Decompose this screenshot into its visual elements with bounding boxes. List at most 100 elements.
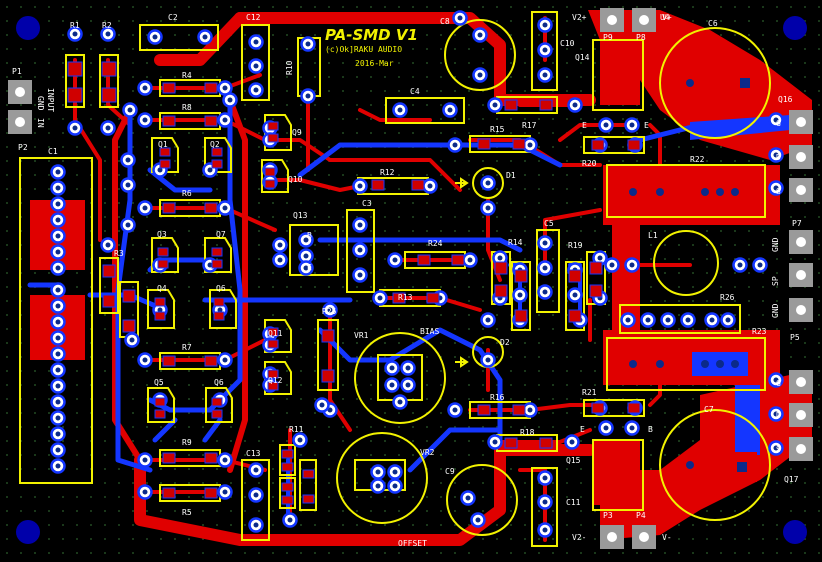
pad-drill (392, 257, 398, 263)
label-q17-g: G (776, 379, 781, 388)
label-r26: R26 (720, 293, 735, 302)
pad-drill (297, 437, 303, 443)
smd-pad (392, 292, 406, 304)
connector-p1[interactable] (8, 80, 32, 134)
pad-drill (142, 85, 148, 91)
label-q14: Q14 (575, 53, 590, 62)
label-r3: R3 (114, 249, 124, 258)
label-p7: P7 (792, 219, 802, 228)
label-r18: R18 (520, 428, 535, 437)
label-r13: R13 (398, 293, 413, 302)
pad-drill (55, 463, 61, 469)
smd-pad (162, 355, 176, 367)
pad-drill (542, 22, 548, 28)
label-v2plus: V2+ (572, 13, 587, 22)
pad-drill (737, 262, 743, 268)
connector-p3-p4[interactable] (600, 525, 656, 549)
label-q1: Q1 (158, 140, 168, 149)
label-p8: P8 (636, 33, 646, 42)
pad-drill (55, 265, 61, 271)
smd-pad (102, 264, 116, 278)
pad-drill (55, 399, 61, 405)
label-r21: R21 (582, 388, 597, 397)
smd-pad (101, 61, 117, 77)
connector-q17-gds[interactable] (789, 370, 813, 461)
label-c10: C10 (560, 39, 575, 48)
pad-drill (217, 307, 223, 313)
connector-p9-p8[interactable] (600, 8, 656, 32)
pad-drill (55, 303, 61, 309)
smd-pad (267, 369, 279, 379)
pad-drill (55, 415, 61, 421)
pad-drill (277, 257, 283, 263)
pad-drill (475, 517, 481, 523)
pad-drill (603, 425, 609, 431)
label-e-top2: E (644, 121, 649, 130)
pad-drill (542, 72, 548, 78)
smd-pad (162, 452, 176, 464)
pad-drill (277, 242, 283, 248)
pad-drill (303, 253, 309, 259)
pad-drill (597, 255, 603, 261)
pad-drill (125, 222, 131, 228)
smd-pad (426, 292, 440, 304)
smd-pad (154, 397, 166, 407)
connector-speaker[interactable] (789, 230, 813, 322)
label-e-bottom: E (580, 425, 585, 434)
smd-pad (211, 259, 223, 269)
label-u4: U4 (660, 13, 670, 22)
smd-pad (281, 449, 294, 459)
smd-pad (213, 297, 225, 307)
label-p5: P5 (790, 333, 800, 342)
label-q11: Q11 (268, 329, 283, 338)
silkscreen (19, 11, 771, 547)
label-r2: R2 (102, 21, 112, 30)
label-r10: R10 (285, 60, 294, 75)
smd-pad (264, 179, 276, 189)
pad-drill (457, 15, 463, 21)
pad-drill (629, 122, 635, 128)
smd-pad (101, 87, 117, 103)
smd-pad (589, 284, 603, 298)
label-c3: C3 (362, 199, 372, 208)
pad-drill (492, 102, 498, 108)
pad-drill (609, 262, 615, 268)
pad-drill (392, 469, 398, 475)
label-q2: Q2 (210, 140, 220, 149)
pad-drill (357, 247, 363, 253)
smd-pad (211, 409, 223, 419)
pad-drill (303, 237, 309, 243)
pad-drill (542, 527, 548, 533)
smd-pad (591, 139, 605, 151)
pad-drill (542, 240, 548, 246)
label-p4: P4 (636, 511, 646, 520)
pad-drill (253, 492, 259, 498)
pad-drill (477, 72, 483, 78)
pad-drill (105, 125, 111, 131)
label-q4: Q4 (157, 284, 167, 293)
smd-pad (494, 284, 508, 298)
smd-pad (267, 133, 279, 143)
label-r23: R23 (752, 327, 767, 336)
pad-drill (55, 367, 61, 373)
pad-drill (142, 205, 148, 211)
pad-drill (447, 107, 453, 113)
label-p2: P2 (18, 143, 28, 152)
label-r4: R4 (182, 71, 192, 80)
smd-pad (568, 269, 582, 283)
pad-drill (485, 317, 491, 323)
pad-drill (142, 457, 148, 463)
smd-pad (213, 311, 225, 321)
smd-pad (477, 138, 491, 150)
board-date: 2016-Mar (355, 59, 394, 68)
pad-drill (72, 125, 78, 131)
smd-pad (159, 147, 171, 157)
smd-pad (514, 269, 528, 283)
label-c2: C2 (168, 13, 178, 22)
label-r5: R5 (182, 508, 192, 517)
label-c11: C11 (566, 498, 581, 507)
label-r11: R11 (289, 425, 304, 434)
label-r20: R20 (582, 159, 597, 168)
connector-q16-gds[interactable] (789, 110, 813, 202)
smd-pad (494, 261, 508, 275)
